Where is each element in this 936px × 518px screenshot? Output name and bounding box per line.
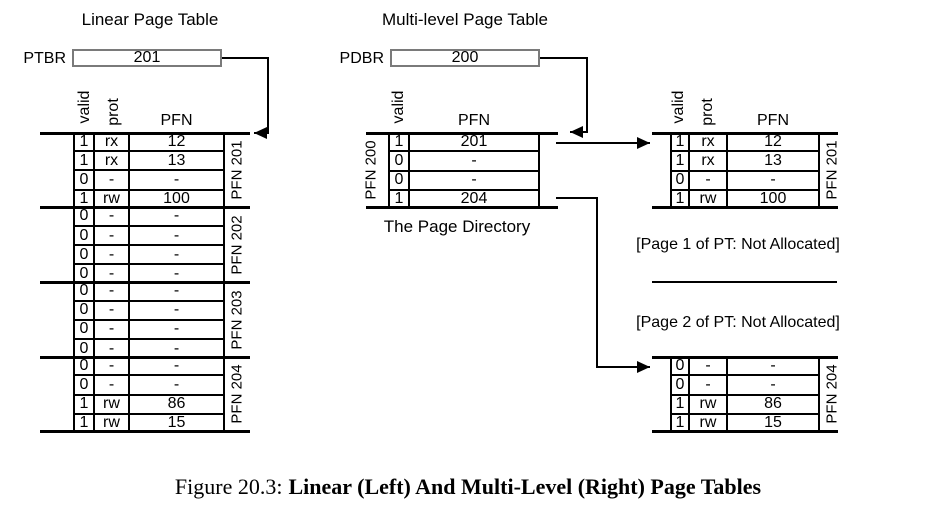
linear-group-line-1 <box>40 206 250 209</box>
linear-valid-header: valid <box>76 90 93 124</box>
page-directory-caption: The Page Directory <box>383 217 531 236</box>
linear-group-label-pfn201: PFN 201 <box>228 140 246 200</box>
arrow-pdbr-to-page-directory <box>540 57 588 138</box>
figure-caption-prefix: Figure 20.3: <box>174 474 283 499</box>
figure-caption: Figure 20.3:Linear (Left) And Multi-Leve… <box>0 474 936 500</box>
pt-page0-bottom-line <box>652 206 838 209</box>
directory-bottom-line <box>366 206 558 209</box>
table-row: 0-- <box>75 340 225 358</box>
directory-pfn-header: PFN <box>458 112 490 129</box>
table-row: 0-- <box>75 376 225 396</box>
directory-valid-header: valid <box>390 90 407 124</box>
not-allocated-divider-line <box>652 281 837 283</box>
ptbr-register-label: PTBR <box>23 50 66 67</box>
table-row: 0- <box>390 152 540 172</box>
pt-page3-side-label-pfn204: PFN 204 <box>823 364 841 424</box>
table-row: 0-- <box>75 265 225 283</box>
linear-group-label-pfn204: PFN 204 <box>228 364 246 424</box>
linear-table-top-line <box>40 132 250 135</box>
table-row: 0-- <box>672 376 820 396</box>
pdbr-register-label: PDBR <box>339 50 384 67</box>
table-row: 0-- <box>75 226 225 247</box>
right-prot-header: prot <box>699 98 716 126</box>
right-valid-header: valid <box>670 90 687 124</box>
arrow-ptbr-to-linear-table <box>222 57 269 139</box>
table-row: 0-- <box>75 320 225 341</box>
linear-table-bottom-line <box>40 430 250 433</box>
linear-page-table-title: Linear Page Table <box>81 10 219 29</box>
table-row: 0-- <box>672 357 820 377</box>
table-row: 0-- <box>75 357 225 377</box>
directory-side-label-pfn200: PFN 200 <box>362 140 380 200</box>
table-row: 0-- <box>75 171 225 191</box>
table-row: 0-- <box>75 207 225 227</box>
table-row: 0-- <box>75 301 225 321</box>
page2-not-allocated-note: [Page 2 of PT: Not Allocated] <box>636 314 840 331</box>
linear-group-line-3 <box>40 356 250 359</box>
pdbr-register-value: 200 <box>451 49 479 66</box>
linear-pfn-header: PFN <box>160 112 193 129</box>
table-row: 0- <box>390 171 540 191</box>
pt-page3-top-line <box>652 356 838 359</box>
arrow-pde3-to-pt-page3 <box>556 197 650 373</box>
right-pfn-header: PFN <box>757 112 789 129</box>
table-row: 0-- <box>672 171 820 191</box>
linear-group-label-pfn202: PFN 202 <box>228 215 246 275</box>
linear-group-label-pfn203: PFN 203 <box>228 290 246 350</box>
page1-not-allocated-note: [Page 1 of PT: Not Allocated] <box>636 236 840 253</box>
linear-prot-header: prot <box>105 98 122 126</box>
pt-page3-bottom-line <box>652 430 838 433</box>
ptbr-register-box: 201 <box>72 49 222 67</box>
directory-top-line <box>366 132 558 135</box>
table-row: 0-- <box>75 282 225 302</box>
pt-page0-side-label-pfn201: PFN 201 <box>823 140 841 200</box>
ptbr-register-value: 201 <box>133 49 161 66</box>
multilevel-page-table-title: Multi-level Page Table <box>382 10 548 29</box>
figure-caption-title: Linear (Left) And Multi-Level (Right) Pa… <box>288 474 762 499</box>
pdbr-register-box: 200 <box>390 49 540 67</box>
linear-group-line-2 <box>40 281 250 284</box>
pt-page0-top-line <box>652 132 838 135</box>
table-row: 0-- <box>75 246 225 266</box>
